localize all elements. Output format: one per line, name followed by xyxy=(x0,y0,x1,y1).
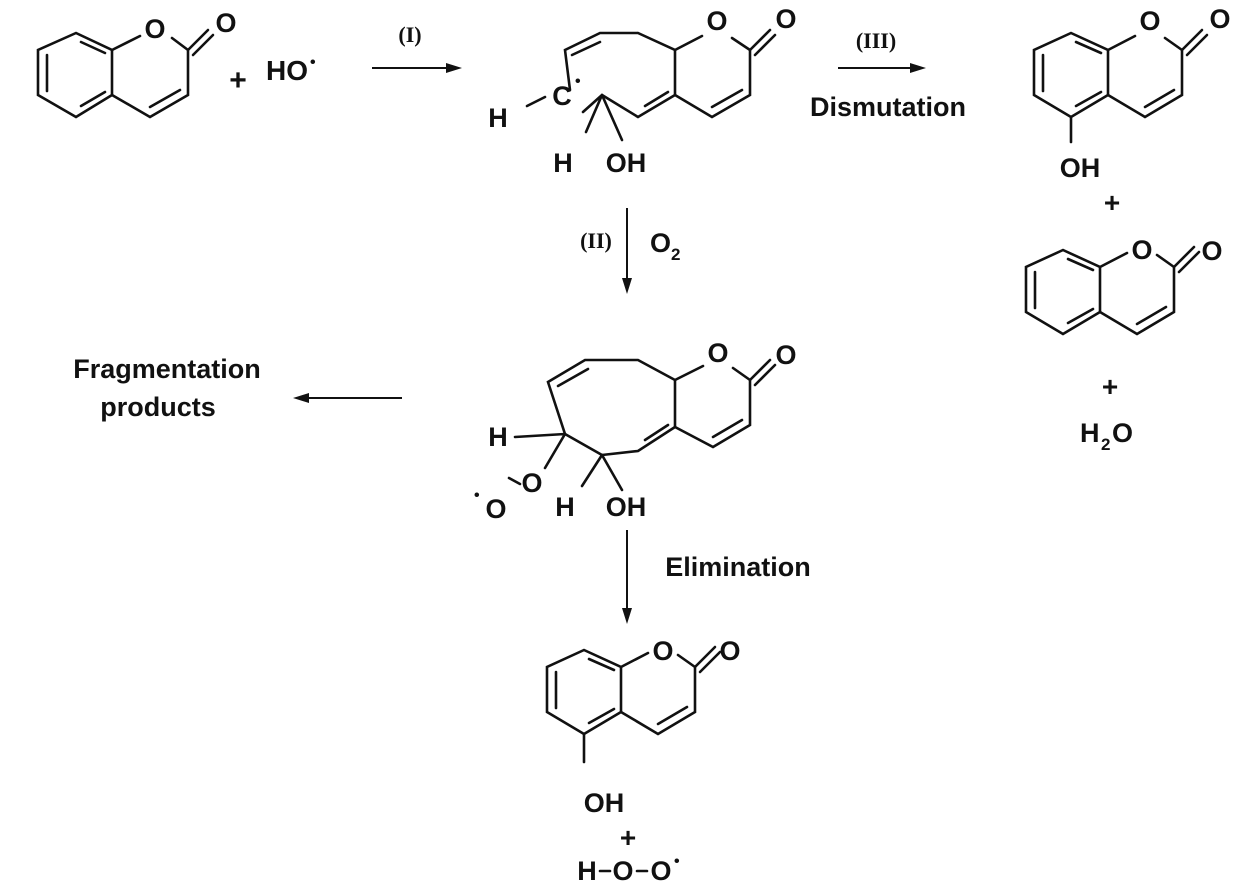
final-hydroxycoumarin: O O OH xyxy=(545,636,741,818)
hydroperoxyl-o2: O xyxy=(650,856,671,886)
benzene-ring xyxy=(36,31,114,119)
carbonyl-bond xyxy=(748,28,777,57)
substituent-bonds xyxy=(525,93,624,142)
pyrone-double-bond xyxy=(711,418,744,439)
plus-sign: + xyxy=(229,64,247,97)
plus-sign: + xyxy=(620,822,636,853)
carbonyl-oxygen: O xyxy=(775,4,796,34)
pyrone-double-bond xyxy=(148,88,182,109)
carbonyl-oxygen: O xyxy=(1209,4,1230,34)
radical-dot: • xyxy=(310,54,316,71)
coumarin-product: O O xyxy=(1024,235,1223,336)
ring-double-bonds xyxy=(570,40,670,108)
ring-oxygen: O xyxy=(652,636,673,666)
carbonyl-oxygen: O xyxy=(719,636,740,666)
pyrone-ring xyxy=(1098,251,1176,336)
peroxy-bond xyxy=(507,476,522,486)
pyrone-double-bond xyxy=(1143,88,1176,109)
carbonyl-bond xyxy=(693,645,722,674)
ring-oxygen: O xyxy=(706,6,727,36)
hydrogen-c5: H xyxy=(553,148,573,178)
pyrone-ring xyxy=(673,34,752,119)
hydroxyl-group: OH xyxy=(1060,153,1101,183)
water-label: H 2 O xyxy=(1080,418,1133,454)
ring-oxygen: O xyxy=(707,338,728,368)
carbonyl-bond xyxy=(1172,245,1201,274)
coumarin-reactant: O O xyxy=(36,8,237,119)
hydroxyl-group: OH xyxy=(606,148,647,178)
carbonyl-oxygen: O xyxy=(215,8,236,38)
peroxy-oxygen-1: O xyxy=(521,468,542,498)
carbonyl-oxygen: O xyxy=(775,340,796,370)
benzene-ring xyxy=(1024,248,1102,336)
hydroperoxyl-radical: H O O • xyxy=(577,853,680,886)
ring-oxygen: O xyxy=(1139,6,1160,36)
hydroxyl-group: OH xyxy=(606,492,647,522)
carbonyl-bond xyxy=(186,28,215,57)
dismutation-label: Dismutation xyxy=(810,92,966,122)
elimination-arrow xyxy=(622,530,632,624)
water-subscript: 2 xyxy=(1101,435,1110,454)
cyclohexadiene-ring xyxy=(546,358,677,457)
ring-double-bonds xyxy=(556,367,670,442)
fragmentation-label-line2: products xyxy=(100,392,216,422)
radical-dot: • xyxy=(474,487,480,504)
pyrone-double-bond xyxy=(1135,305,1168,326)
fragmentation-label-line1: Fragmentation xyxy=(73,354,261,384)
substituent-bonds xyxy=(513,432,624,492)
plus-sign-1: + xyxy=(1104,187,1120,218)
oxygen-reagent: O 2 xyxy=(650,228,680,264)
pyrone-double-bond xyxy=(656,705,689,726)
radical-carbon: C xyxy=(552,81,572,111)
water-o: O xyxy=(1112,418,1133,448)
cyclohexadienyl-ring xyxy=(563,31,677,119)
hydroperoxyl-o1: O xyxy=(612,856,633,886)
water-h: H xyxy=(1080,418,1100,448)
benzene-inner-bonds xyxy=(554,657,616,725)
hydrogen-c6: H xyxy=(488,422,508,452)
hydroperoxyl-h: H xyxy=(577,856,597,886)
ring-oxygen: O xyxy=(144,14,165,44)
radical-dot: • xyxy=(674,853,680,870)
oxygen-subscript: 2 xyxy=(671,245,680,264)
benzene-ring xyxy=(545,648,623,736)
pyrone-ring xyxy=(110,34,190,119)
benzene-ring xyxy=(1032,31,1110,119)
peroxyl-radical-intermediate: O O H O O • H OH xyxy=(474,338,797,524)
radical-dot: • xyxy=(575,73,581,90)
benzene-inner-bonds xyxy=(1033,257,1095,325)
benzene-inner-bonds xyxy=(1041,40,1103,108)
step-II-arrow xyxy=(622,208,632,294)
step-III-label: (III) xyxy=(856,28,896,53)
hydrogen-radical-carbon: H xyxy=(488,103,508,133)
radical-intermediate: O O C • H H OH xyxy=(488,4,796,178)
peroxy-oxygen-2: O xyxy=(485,494,506,524)
step-II-label: (II) xyxy=(580,228,612,253)
carbonyl-oxygen: O xyxy=(1201,236,1222,266)
carbonyl-bond xyxy=(748,358,777,387)
carbonyl-bond xyxy=(1180,28,1209,57)
fragmentation-arrow xyxy=(293,393,402,403)
hydroxycoumarin-product: O O OH xyxy=(1032,4,1231,183)
hydroxyl-radical-label: HO xyxy=(266,55,308,86)
step-I-arrow xyxy=(372,63,462,73)
step-I-label: (I) xyxy=(398,22,421,47)
pyrone-ring xyxy=(1106,34,1184,119)
pyrone-ring xyxy=(619,651,697,736)
elimination-label: Elimination xyxy=(665,552,811,582)
pyrone-ring xyxy=(673,364,752,449)
plus-sign-2: + xyxy=(1102,371,1118,402)
hydroxyl-group: OH xyxy=(584,788,625,818)
benzene-inner-bonds xyxy=(45,40,107,108)
step-III-arrow xyxy=(838,63,926,73)
pyrone-double-bond xyxy=(710,88,744,109)
hydrogen-c5: H xyxy=(555,492,575,522)
ring-oxygen: O xyxy=(1131,235,1152,265)
oxygen-o: O xyxy=(650,228,671,258)
